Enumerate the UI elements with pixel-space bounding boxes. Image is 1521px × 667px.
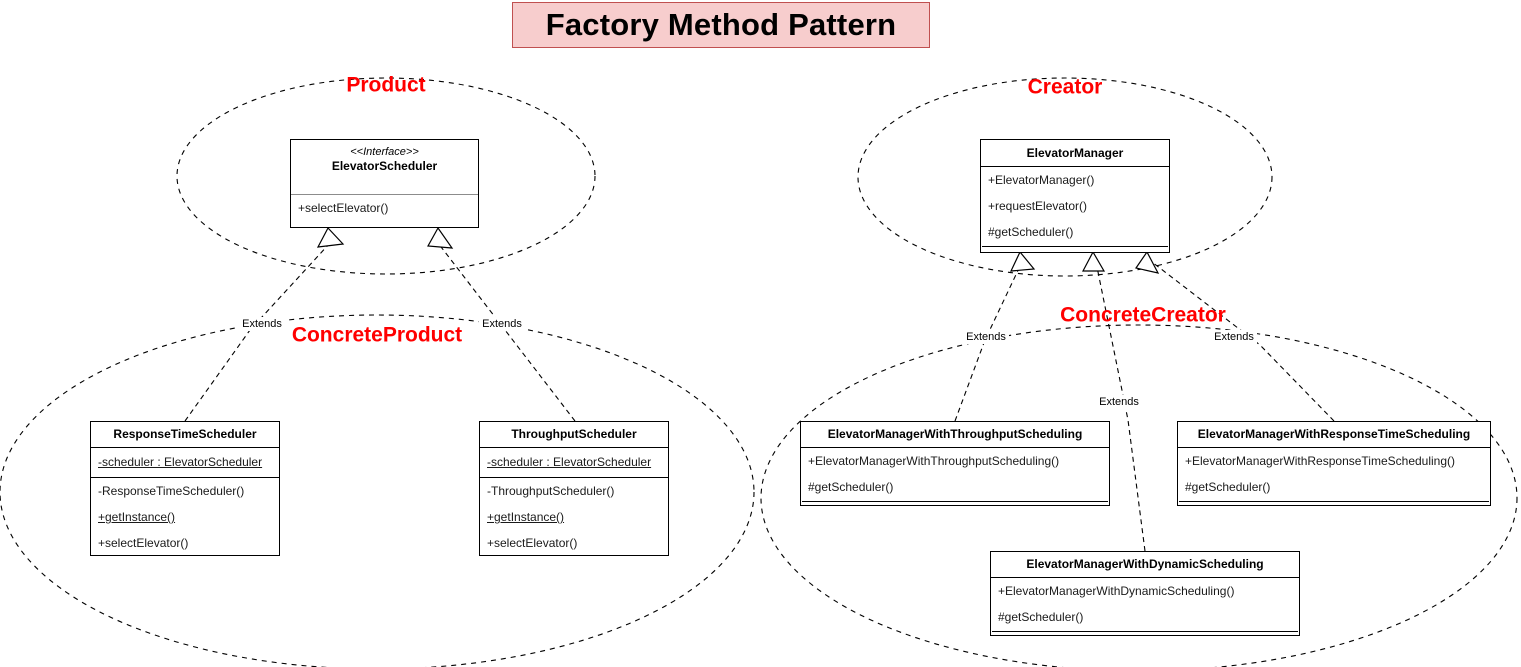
class-box-elevator-scheduler[interactable]: <<Interface>> ElevatorScheduler +selectE… bbox=[290, 139, 479, 228]
creator-group-ellipse bbox=[857, 77, 1273, 277]
class-name: ElevatorManager bbox=[1026, 146, 1124, 160]
class-operation: +selectElevator() bbox=[298, 201, 389, 215]
generalization-arrowhead-icon bbox=[1135, 250, 1160, 274]
class-operation: #getScheduler() bbox=[1185, 480, 1271, 494]
class-name-compartment: ElevatorManager bbox=[981, 140, 1169, 166]
class-box-response-time-scheduler[interactable]: ResponseTimeScheduler -scheduler : Eleva… bbox=[90, 421, 280, 556]
edge-label-extends: Extends bbox=[482, 318, 522, 330]
class-name: ElevatorManagerWithThroughputScheduling bbox=[827, 427, 1083, 441]
generalization-arrowhead-icon bbox=[1082, 250, 1106, 272]
class-box-throughput-scheduler[interactable]: ThroughputScheduler -scheduler : Elevato… bbox=[479, 421, 669, 556]
class-operation: +ElevatorManagerWithResponseTimeScheduli… bbox=[1185, 454, 1456, 468]
page-title: Factory Method Pattern bbox=[545, 7, 897, 42]
class-box-manager-with-response-time-scheduling[interactable]: ElevatorManagerWithResponseTimeSchedulin… bbox=[1177, 421, 1491, 506]
class-operation: +ElevatorManagerWithThroughputScheduling… bbox=[808, 454, 1060, 468]
class-operations-compartment: +selectElevator() bbox=[291, 194, 478, 222]
class-name-compartment: ResponseTimeScheduler bbox=[91, 422, 279, 447]
class-operation: -ResponseTimeScheduler() bbox=[98, 484, 245, 498]
class-operations-compartment: +ElevatorManagerWithResponseTimeScheduli… bbox=[1178, 447, 1490, 501]
class-operation: +requestElevator() bbox=[988, 199, 1088, 213]
class-name: ResponseTimeScheduler bbox=[113, 427, 257, 441]
concrete-creator-group-ellipse bbox=[760, 324, 1518, 667]
class-name: ElevatorManagerWithDynamicScheduling bbox=[1026, 557, 1264, 571]
class-operation: +getInstance() bbox=[98, 510, 176, 524]
diagram-title-banner: Factory Method Pattern bbox=[512, 2, 930, 48]
edge-label-extends: Extends bbox=[966, 331, 1006, 343]
class-operations-compartment: -ThroughputScheduler() +getInstance() +s… bbox=[480, 477, 668, 557]
class-name-compartment: <<Interface>> ElevatorScheduler bbox=[291, 140, 478, 180]
class-name-compartment: ElevatorManagerWithDynamicScheduling bbox=[991, 552, 1299, 577]
generalization-arrowhead-icon bbox=[316, 226, 345, 248]
class-attributes-compartment: -scheduler : ElevatorScheduler bbox=[91, 447, 279, 477]
class-operations-compartment: -ResponseTimeScheduler() +getInstance() … bbox=[91, 477, 279, 557]
class-operation: #getScheduler() bbox=[988, 225, 1074, 239]
class-attribute: -scheduler : ElevatorScheduler bbox=[487, 455, 652, 469]
generalization-arrowhead-icon bbox=[427, 226, 454, 249]
edge-manager-throughput-extends bbox=[954, 261, 1023, 422]
class-operation: +selectElevator() bbox=[487, 536, 578, 550]
group-label-concrete-creator: ConcreteCreator bbox=[1060, 304, 1226, 327]
edge-label-backdrop bbox=[1096, 395, 1142, 409]
class-box-manager-with-throughput-scheduling[interactable]: ElevatorManagerWithThroughputScheduling … bbox=[800, 421, 1110, 506]
edge-label-extends: Extends bbox=[1214, 331, 1254, 343]
class-operations-compartment: +ElevatorManager() +requestElevator() #g… bbox=[981, 166, 1169, 246]
class-name-compartment: ThroughputScheduler bbox=[480, 422, 668, 447]
edge-label-extends: Extends bbox=[1099, 396, 1139, 408]
class-attributes-compartment: -scheduler : ElevatorScheduler bbox=[480, 447, 668, 477]
class-name: ThroughputScheduler bbox=[511, 427, 637, 441]
edge-label-backdrop bbox=[479, 317, 525, 331]
class-operations-compartment: +ElevatorManagerWithThroughputScheduling… bbox=[801, 447, 1109, 501]
class-stereotype: <<Interface>> bbox=[350, 146, 419, 158]
class-operation: #getScheduler() bbox=[808, 480, 894, 494]
class-operation: #getScheduler() bbox=[998, 610, 1084, 624]
edge-label-backdrop bbox=[1211, 330, 1257, 344]
product-group-ellipse bbox=[176, 77, 596, 275]
class-operation: +selectElevator() bbox=[98, 536, 189, 550]
group-label-creator: Creator bbox=[1028, 76, 1103, 99]
group-label-concrete-product: ConcreteProduct bbox=[292, 324, 462, 347]
class-operations-compartment: +ElevatorManagerWithDynamicScheduling() … bbox=[991, 577, 1299, 631]
class-operation: +ElevatorManagerWithDynamicScheduling() bbox=[998, 584, 1235, 598]
class-operation: +getInstance() bbox=[487, 510, 565, 524]
class-name-compartment: ElevatorManagerWithResponseTimeSchedulin… bbox=[1178, 422, 1490, 447]
class-name-compartment: ElevatorManagerWithThroughputScheduling bbox=[801, 422, 1109, 447]
group-label-product: Product bbox=[346, 74, 425, 97]
edge-label-backdrop bbox=[963, 330, 1009, 344]
class-operation: -ThroughputScheduler() bbox=[487, 484, 615, 498]
class-name: ElevatorManagerWithResponseTimeSchedulin… bbox=[1197, 427, 1471, 441]
edge-label-extends: Extends bbox=[242, 318, 282, 330]
generalization-arrowhead-icon bbox=[1010, 250, 1036, 272]
edge-throughput-scheduler-extends bbox=[437, 242, 576, 422]
class-operation: +ElevatorManager() bbox=[988, 173, 1095, 187]
class-name: ElevatorScheduler bbox=[331, 159, 438, 173]
edge-label-backdrop bbox=[239, 317, 285, 331]
concrete-product-group-ellipse bbox=[0, 314, 755, 667]
class-box-elevator-manager[interactable]: ElevatorManager +ElevatorManager() +requ… bbox=[980, 139, 1170, 253]
class-box-manager-with-dynamic-scheduling[interactable]: ElevatorManagerWithDynamicScheduling +El… bbox=[990, 551, 1300, 636]
class-attribute: -scheduler : ElevatorScheduler bbox=[98, 455, 263, 469]
